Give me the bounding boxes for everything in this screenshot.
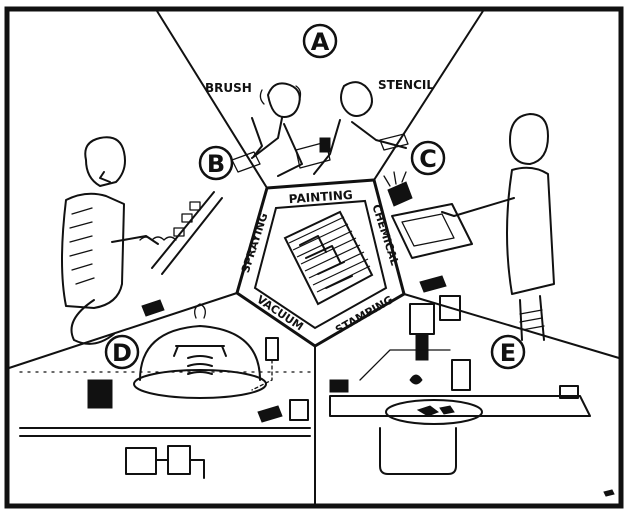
section-a-brush-label: BRUSH [205,81,252,95]
chemical-tray [392,204,472,258]
press-head [410,304,434,334]
vacuum-coil [188,356,212,374]
vacuum-plate [258,406,282,422]
center-pentagon: PAINTING CHEMICAL STAMPING VACUUM SPRAYI… [237,180,404,346]
stamping-press [410,296,470,390]
section-a-figures [232,82,408,176]
pump-body [126,448,156,474]
chemical-block [420,276,446,292]
spraying-worker [62,137,158,344]
section-d: D [20,304,310,478]
section-b-letter: B [207,150,225,178]
section-d-bench [20,428,310,436]
chemical-worker [442,114,554,340]
spray-mist [140,237,176,240]
vacuum-filament-bar [174,346,226,356]
stencil-worker-head [341,82,372,116]
section-e: E [330,296,614,496]
chemical-worker-head [510,114,548,164]
stamping-sink [380,428,456,474]
vacuum-gauge [266,338,278,360]
vacuum-block-right [290,400,308,420]
spray-worker-jacket [62,194,124,308]
chemical-worker-coat [507,168,554,294]
press-column [452,360,470,390]
brush-worker-head [268,83,300,117]
section-c-letter: C [419,145,437,173]
spray-track [140,192,222,316]
brush-worker-body [252,118,302,176]
stamping-tray [330,380,348,392]
press-stamp [410,375,422,384]
press-ram [416,334,428,360]
section-a-letter: A [311,28,330,56]
stamping-table-top [330,396,590,416]
section-d-letter: D [112,339,132,367]
corner-mark [604,490,614,496]
section-e-letter: E [500,339,516,367]
vacuum-pump [126,446,204,478]
chemical-tray-inner [402,214,454,246]
spray-box [142,300,164,316]
jacket-pattern [70,208,94,284]
spray-worker-head [85,137,125,186]
pump-motor [168,446,190,474]
section-a-stencil-label: STENCIL [378,78,434,92]
spray-worker-mask [100,172,110,182]
section-a: A BRUSH STENCIL [205,25,434,176]
vacuum-line [252,360,272,390]
stamping-conveyor [360,350,450,380]
pump-pipes [156,460,204,478]
stamped-parts [418,406,454,416]
spray-target-2 [190,202,200,210]
stamping-table [330,350,590,474]
spray-track-rail-1 [152,192,214,268]
section-b: B [62,137,232,344]
vacuum-base [134,370,266,398]
vacuum-block-left [88,380,112,408]
chemical-jar [388,182,412,206]
section-a-paint-can [320,138,330,152]
trouser-pattern [520,310,544,330]
